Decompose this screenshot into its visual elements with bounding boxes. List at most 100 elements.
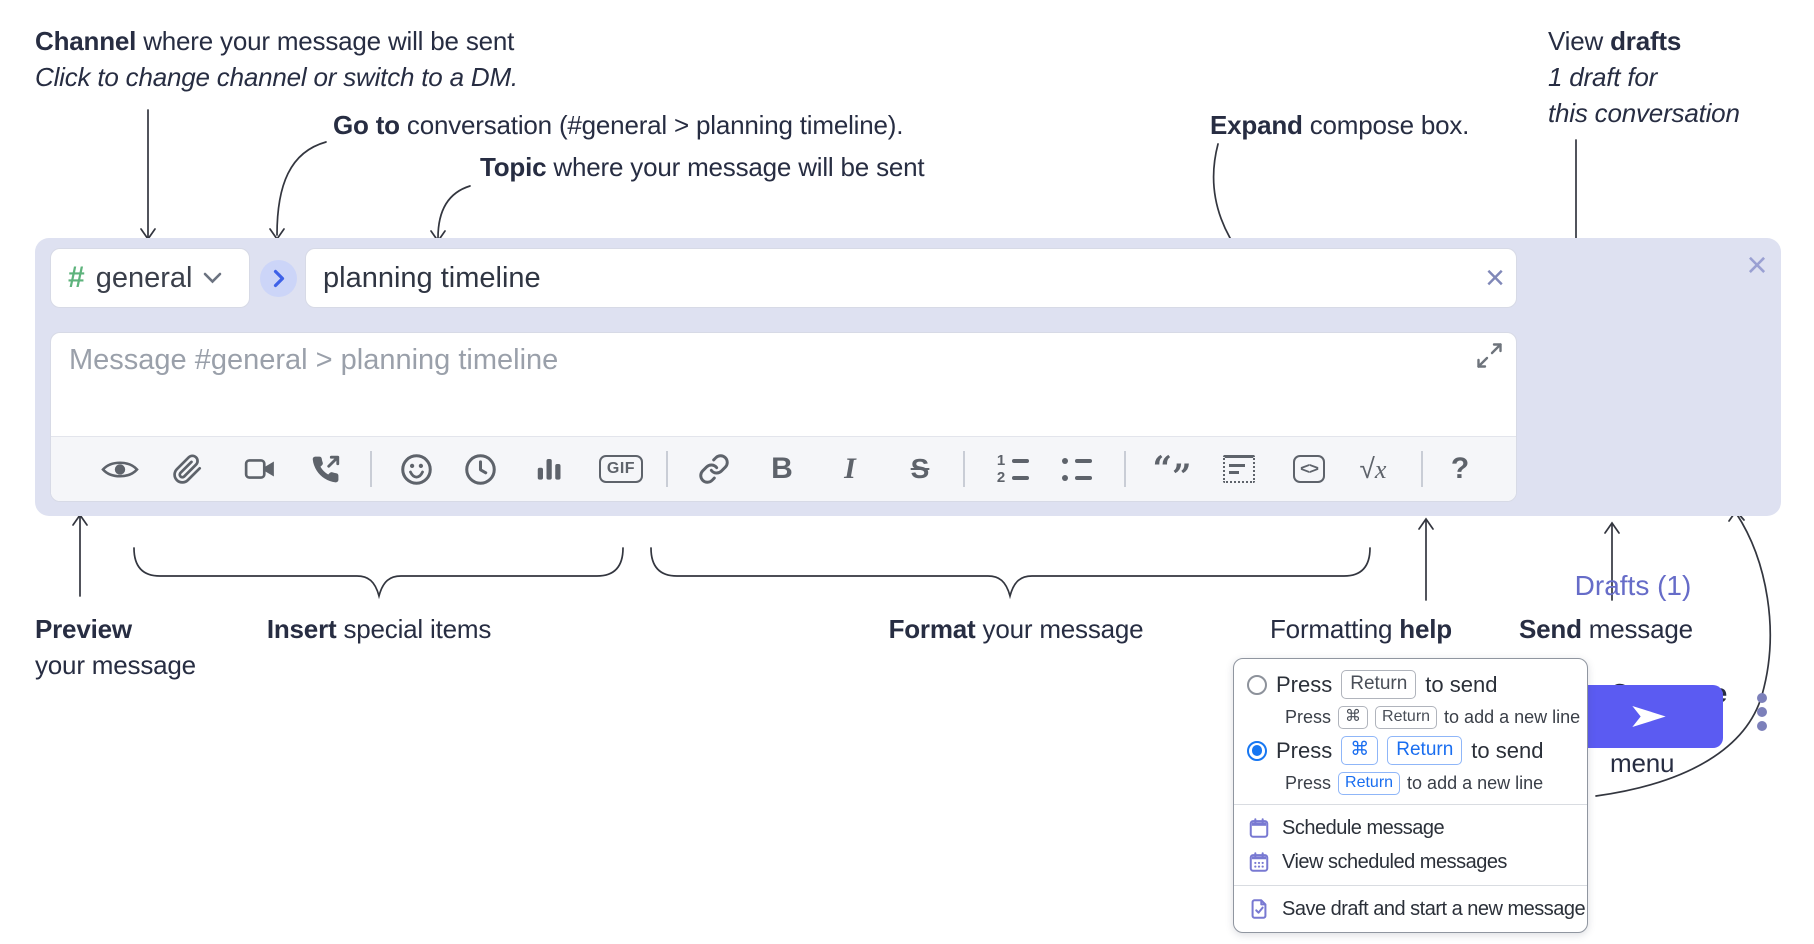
topic-value: planning timeline (323, 261, 541, 294)
question-mark-icon: ? (1450, 452, 1470, 485)
key-return: Return (1387, 736, 1463, 765)
chevron-down-icon (204, 272, 222, 284)
gif-icon: GIF (598, 455, 644, 483)
key-return: Return (1341, 670, 1417, 699)
expand-arrows-icon (1477, 343, 1502, 368)
close-compose-button[interactable]: × (1746, 244, 1768, 285)
message-box: Message #general > planning timeline (50, 332, 1517, 502)
eye-icon (101, 460, 139, 478)
key-cmd: ⌘ (1338, 706, 1369, 729)
key-cmd: ⌘ (1341, 736, 1379, 765)
attach-file-button[interactable] (158, 437, 216, 501)
radio-unselected[interactable] (1247, 674, 1267, 695)
topic-input[interactable]: planning timeline (305, 248, 1517, 308)
annotation-channel: Channel where your message will be sent (35, 26, 515, 56)
send-button[interactable] (1575, 685, 1723, 748)
drafts-link[interactable]: Drafts (1) (1574, 570, 1692, 601)
option-cmd-enter-sub: Press Return to add a new line (1285, 772, 1544, 795)
go-to-conversation-button[interactable] (260, 260, 297, 297)
chevron-right-icon (273, 269, 284, 288)
link-button[interactable] (685, 437, 743, 501)
annotation-preview: Preview (35, 614, 132, 644)
compose-options-menu: Press Return to send Press ⌘ Return to a… (1233, 658, 1588, 933)
option-enter-sub: Press ⌘ Return to add a new line (1285, 706, 1581, 729)
video-call-button[interactable] (231, 437, 289, 501)
toolbar-divider (963, 451, 965, 487)
time-button[interactable] (451, 437, 509, 501)
annotation-format: Format your message (888, 614, 1144, 644)
video-camera-icon (244, 459, 274, 479)
code-button[interactable]: <> (1280, 437, 1338, 501)
strikethrough-icon: S (910, 453, 930, 484)
annotation-view-drafts: View drafts (1548, 26, 1682, 56)
option-cmd-enter-to-send[interactable]: Press ⌘ Return to send (1234, 732, 1587, 769)
radio-selected[interactable] (1247, 740, 1267, 761)
compose-toolbar: GIF B I S (51, 436, 1516, 501)
annotation-drafts-sub1: 1 draft for (1548, 62, 1658, 92)
menu-item-schedule-message[interactable]: Schedule message (1234, 811, 1587, 845)
italic-button[interactable]: I (821, 437, 879, 501)
emoji-button[interactable] (387, 437, 445, 501)
bold-icon: B (771, 452, 793, 485)
audio-call-button[interactable] (296, 437, 354, 501)
preview-button[interactable] (91, 437, 149, 501)
bulleted-list-icon (1062, 455, 1094, 484)
menu-item-save-draft[interactable]: Save draft and start a new message (1234, 892, 1587, 926)
smiley-icon (400, 453, 432, 485)
numbered-list-button[interactable]: 1 2 (983, 437, 1041, 501)
annotation-preview-line2: your message (35, 650, 196, 680)
send-paper-plane-icon (1632, 705, 1666, 728)
poll-button[interactable] (520, 437, 578, 501)
code-icon: <> (1293, 455, 1325, 483)
toolbar-divider (1421, 451, 1423, 487)
channel-name: general (95, 261, 193, 294)
calendar-icon (1249, 818, 1269, 838)
paperclip-icon (172, 453, 201, 484)
phone-call-icon (312, 455, 339, 482)
strikethrough-button[interactable]: S (891, 437, 949, 501)
annotation-drafts-sub2: this conversation (1548, 98, 1740, 128)
kebab-dots-icon (1757, 693, 1767, 703)
key-return: Return (1338, 772, 1401, 795)
gif-button[interactable]: GIF (592, 437, 650, 501)
numbered-list-icon: 1 2 (995, 453, 1029, 485)
channel-hash-icon: # (68, 261, 85, 294)
spoiler-button[interactable] (1210, 437, 1268, 501)
channel-selector[interactable]: # general (50, 248, 250, 308)
toolbar-divider (370, 451, 372, 487)
quote-button[interactable]: “” (1143, 437, 1201, 501)
clear-topic-button[interactable]: × (1485, 259, 1505, 297)
annotation-send: Send message (1519, 614, 1693, 644)
bold-button[interactable]: B (753, 437, 811, 501)
math-button[interactable]: √x (1344, 437, 1402, 501)
annotation-channel-sub: Click to change channel or switch to a D… (35, 62, 518, 92)
menu-item-view-scheduled[interactable]: View scheduled messages (1234, 845, 1587, 879)
clock-icon (464, 453, 496, 485)
option-enter-to-send[interactable]: Press Return to send (1234, 666, 1587, 703)
italic-icon: I (844, 452, 856, 485)
formatting-help-button[interactable]: ? (1431, 437, 1489, 501)
annotation-channel-bold: Channel (35, 26, 137, 56)
annotation-formatting-help: Formatting help (1270, 614, 1452, 644)
message-input[interactable]: Message #general > planning timeline (69, 344, 559, 376)
annotation-expand: Expand compose box. (1210, 110, 1470, 140)
compose-box: # general planning timeline × × Message … (35, 238, 1781, 748)
expand-compose-button[interactable] (1476, 342, 1503, 374)
calendar-grid-icon (1249, 852, 1269, 872)
quote-icon: “” (1152, 449, 1192, 497)
toolbar-divider (1124, 451, 1126, 487)
menu-divider (1234, 885, 1587, 886)
annotation-topic: Topic where your message will be sent (480, 152, 925, 182)
math-icon: √x (1359, 453, 1387, 484)
draft-check-icon (1251, 899, 1267, 919)
annotation-compose-options-3: menu (1610, 748, 1675, 778)
menu-divider (1234, 804, 1587, 805)
annotation-goto: Go to conversation (#general > planning … (333, 110, 904, 140)
compose-options-button[interactable] (1751, 693, 1773, 731)
spoiler-block-icon (1223, 455, 1255, 483)
bulleted-list-button[interactable] (1049, 437, 1107, 501)
bar-chart-icon (537, 459, 561, 480)
key-return: Return (1375, 706, 1438, 729)
link-icon (699, 454, 729, 484)
